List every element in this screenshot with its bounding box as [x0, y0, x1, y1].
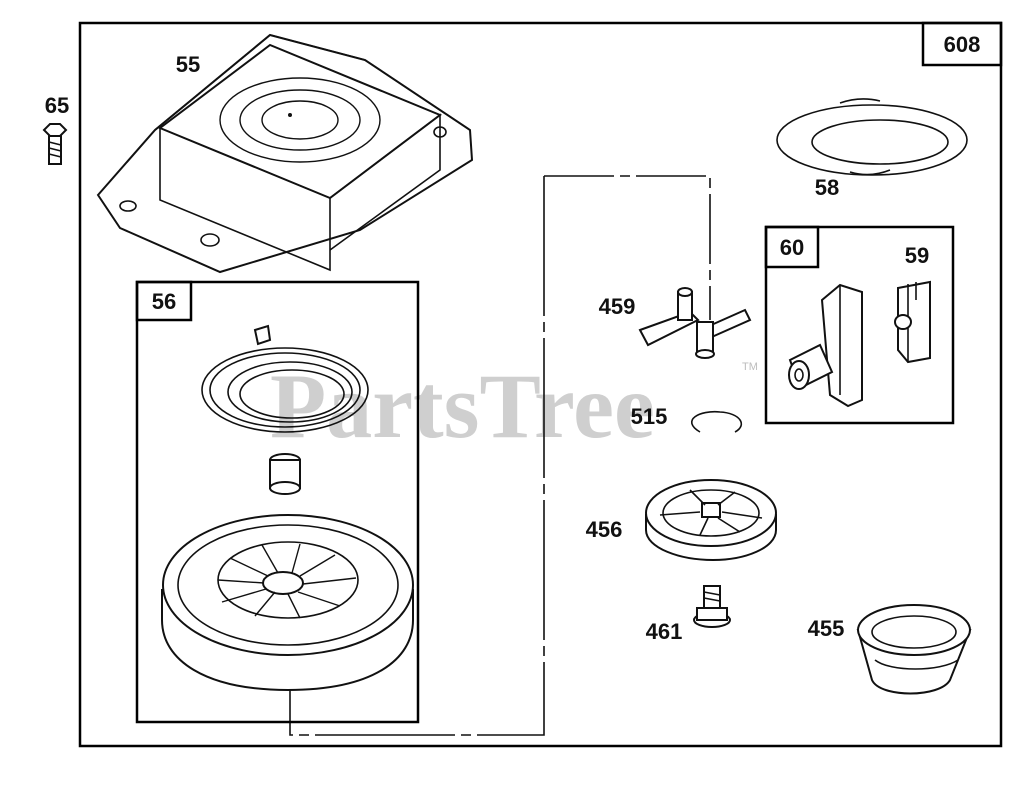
starter-rope-part[interactable] [776, 98, 968, 176]
label-59: 59 [905, 243, 929, 268]
assembly-number: 608 [944, 32, 981, 57]
label-56: 56 [152, 289, 176, 314]
pulley-part[interactable] [161, 514, 414, 692]
kit-box-60-tag [764, 225, 820, 269]
label-60: 60 [780, 235, 804, 260]
starter-pawl-part[interactable] [638, 287, 752, 359]
retaining-ring-part[interactable] [691, 410, 743, 433]
kit-box-56 [135, 280, 420, 724]
kit-box-60 [764, 225, 955, 425]
kit-box-56-tag [135, 280, 193, 322]
watermark: PartsTree [270, 355, 655, 457]
label-455: 455 [808, 616, 845, 641]
watermark-tm: TM [742, 361, 758, 373]
starter-cup-part[interactable] [856, 604, 972, 695]
label-58: 58 [815, 175, 839, 200]
starter-handle-part[interactable] [788, 283, 863, 408]
label-456: 456 [586, 517, 623, 542]
ratchet-part[interactable] [645, 479, 777, 562]
label-65: 65 [45, 93, 69, 118]
assembly-number-box [921, 21, 1003, 67]
bolt-part[interactable] [42, 123, 68, 165]
label-461: 461 [646, 619, 683, 644]
spacer-sleeve-part[interactable] [269, 453, 301, 495]
label-515: 515 [631, 404, 668, 429]
rewind-spring-part[interactable] [201, 324, 369, 433]
ratchet-screw-part[interactable] [693, 585, 731, 628]
rope-retainer-part[interactable] [894, 280, 931, 364]
label-55: 55 [176, 52, 200, 77]
connector-lines [289, 175, 711, 736]
blower-screen-part[interactable] [96, 33, 474, 274]
assembly-frame [78, 21, 1003, 748]
label-459: 459 [599, 294, 636, 319]
